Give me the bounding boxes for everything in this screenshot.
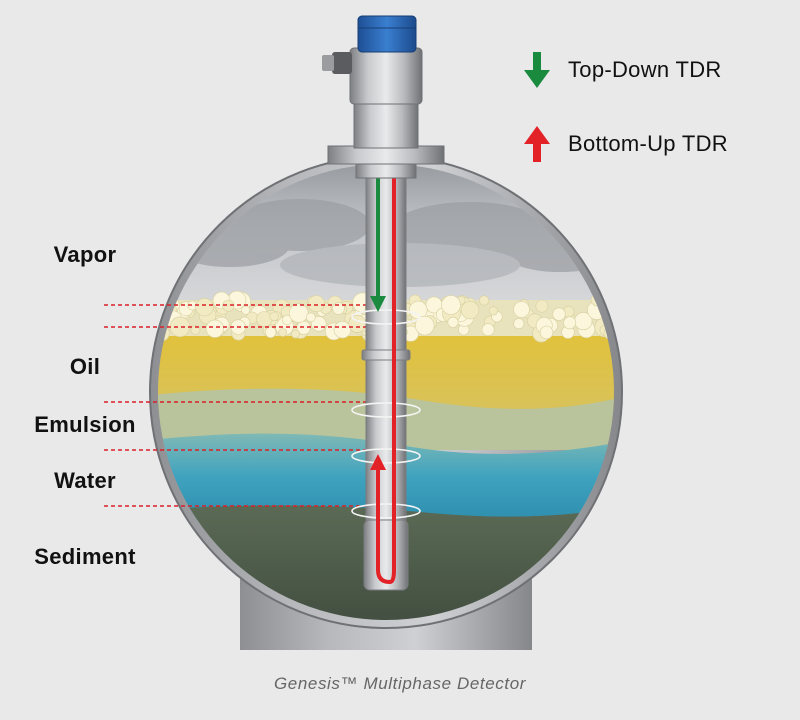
foam-bubble — [447, 316, 459, 328]
layer-label-vapor: Vapor — [53, 242, 117, 267]
foam-bubble — [205, 319, 224, 338]
foam-bubble — [539, 325, 554, 340]
top-down-arrowhead — [370, 296, 386, 312]
bottom-up-signal-line — [376, 150, 396, 585]
transmitter-housing — [349, 47, 423, 105]
cable-gland — [332, 52, 352, 74]
foam-bubble — [195, 298, 214, 317]
foam-bubble — [513, 318, 525, 330]
foam-bubble — [169, 316, 191, 337]
float-rings — [351, 309, 421, 519]
transmitter-neck — [353, 99, 419, 149]
legend-bottom-up-label: Bottom-Up TDR — [568, 131, 728, 156]
foam-bubble — [269, 311, 279, 322]
foam-bubble — [488, 306, 498, 316]
foam-bubble — [461, 301, 480, 320]
foam-bubble — [307, 295, 325, 313]
arrow-down-icon — [524, 52, 550, 88]
foam-bubble — [415, 315, 435, 336]
foam-bubble — [563, 316, 577, 330]
foam-bubble — [289, 303, 309, 323]
foam-bubble — [305, 312, 316, 323]
interface-lines — [104, 304, 378, 507]
foam-bubble — [348, 314, 367, 333]
layer-label-oil: Oil — [69, 354, 101, 379]
legend-top-down-label: Top-Down TDR — [568, 57, 722, 82]
transmitter — [322, 15, 445, 179]
foam-bubble — [241, 305, 251, 315]
probe-coupling — [361, 349, 411, 361]
foam-bubble — [441, 295, 461, 315]
transmitter-cap — [357, 15, 417, 53]
probe — [351, 150, 421, 591]
foam-bubble — [535, 299, 549, 313]
foam-bubble — [291, 329, 300, 339]
layer-label-sediment: Sediment — [34, 544, 136, 569]
foam-bubble — [333, 321, 352, 339]
foam-bubble — [481, 323, 495, 337]
foam-bubble — [479, 295, 490, 306]
legend-bottom-up: Bottom-Up TDR — [522, 124, 728, 164]
foam-bubble — [256, 311, 273, 328]
caption: Genesis™ Multiphase Detector — [273, 674, 527, 693]
foam-bubble — [605, 295, 614, 306]
foam-bubble — [552, 307, 566, 321]
arrow-up-icon — [524, 126, 550, 162]
layer-label-emulsion: Emulsion — [34, 412, 136, 437]
foam-bubble — [513, 301, 530, 318]
foam-bubble — [264, 326, 277, 338]
layer-label-water: Water — [54, 468, 116, 493]
foam-bubble — [278, 328, 288, 337]
probe-sensor-housing — [363, 519, 409, 591]
legend-top-down: Top-Down TDR — [522, 50, 722, 90]
bottom-up-arrowhead — [370, 454, 386, 470]
flange — [327, 145, 445, 165]
cable-gland-nut — [322, 55, 334, 71]
